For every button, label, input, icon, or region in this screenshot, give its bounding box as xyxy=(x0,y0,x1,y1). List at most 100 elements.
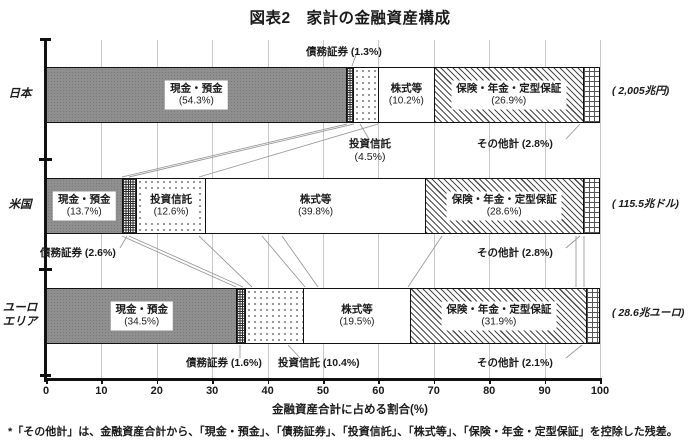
segment-japan-other[interactable] xyxy=(583,68,599,122)
segment-pct-us-equity: (39.8%) xyxy=(298,206,334,217)
y-axis-cap-top xyxy=(40,38,51,41)
segment-label-japan-cash: 現金・預金 (54.3%) xyxy=(165,80,228,110)
callout-japan-fund-name: 投資信託 xyxy=(349,138,391,150)
segment-japan-debt[interactable] xyxy=(346,68,354,122)
segment-us-debt[interactable] xyxy=(122,179,137,233)
x-tick-40 xyxy=(267,378,270,384)
callout-japan-fund-pct: (4.5%) xyxy=(354,150,386,163)
segment-us-insurance[interactable]: 保険・年金・定型保証 (28.6%) xyxy=(425,179,584,233)
segment-name-euro-insurance: 保険・年金・定型保証 xyxy=(446,303,552,316)
segment-label-euro-insurance: 保険・年金・定型保証 (31.9%) xyxy=(441,301,557,331)
x-tick-label-60: 60 xyxy=(372,385,385,397)
segment-euro-other[interactable] xyxy=(587,289,599,343)
segment-label-japan-insurance: 保険・年金・定型保証 (26.9%) xyxy=(451,80,567,110)
x-tick-label-40: 40 xyxy=(261,385,274,397)
segment-us-cash[interactable]: 現金・預金 (13.7%) xyxy=(47,179,123,233)
segment-pct-japan-cash: (54.3%) xyxy=(178,95,214,106)
y-label-japan: 日本 xyxy=(0,88,40,102)
y-label-us: 米国 xyxy=(0,199,40,213)
x-tick-80 xyxy=(489,378,491,384)
x-tick-label-70: 70 xyxy=(427,385,440,397)
x-tick-label-20: 20 xyxy=(150,385,163,397)
segment-label-euro-cash: 現金・預金 (34.5%) xyxy=(110,301,173,331)
y-axis xyxy=(44,38,47,382)
x-axis-title: 金融資産合計に占める割合(%) xyxy=(272,404,428,416)
segment-euro-debt[interactable] xyxy=(237,289,247,343)
segment-name-us-equity: 株式等 xyxy=(299,193,332,206)
segment-japan-fund[interactable] xyxy=(353,68,379,122)
segment-pct-us-fund: (12.6%) xyxy=(153,206,189,217)
x-tick-label-100: 100 xyxy=(590,385,610,397)
callout-euro-fund: 投資信託 (10.4%) xyxy=(278,357,360,369)
segment-euro-insurance[interactable]: 保険・年金・定型保証 (31.9%) xyxy=(411,289,588,343)
y-tick-japan-us xyxy=(39,158,52,161)
segment-euro-fund[interactable] xyxy=(246,289,304,343)
segment-label-us-fund: 投資信託 (12.6%) xyxy=(145,191,198,221)
callout-japan-other: その他計 (2.8%) xyxy=(477,138,553,150)
x-tick-label-90: 90 xyxy=(538,385,551,397)
segment-pct-euro-insurance: (31.9%) xyxy=(481,316,517,327)
x-tick-60 xyxy=(378,378,380,384)
total-euro: ( 28.6兆ユーロ) xyxy=(612,307,685,319)
segment-label-us-insurance: 保険・年金・定型保証 (28.6%) xyxy=(446,191,562,221)
segment-japan-equity[interactable]: 株式等 (10.2%) xyxy=(378,68,436,122)
bar-euro: 現金・預金 (34.5%) 株式等 (19.5%) 保険・年金・定型保証 (31… xyxy=(46,288,600,344)
y-label-euro: ユーロ エリア xyxy=(0,302,40,329)
segment-label-euro-equity: 株式等 (19.5%) xyxy=(334,301,380,331)
segment-us-equity[interactable]: 株式等 (39.8%) xyxy=(206,179,426,233)
callout-us-other: その他計 (2.8%) xyxy=(477,247,553,259)
x-tick-10 xyxy=(101,378,103,384)
callout-japan-fund: 投資信託 (4.5%) xyxy=(334,138,406,163)
segment-us-other[interactable] xyxy=(583,179,599,233)
x-tick-100 xyxy=(600,378,602,384)
segment-label-us-cash: 現金・預金 (13.7%) xyxy=(53,191,116,221)
segment-us-fund[interactable]: 投資信託 (12.6%) xyxy=(136,179,207,233)
x-tick-30 xyxy=(212,378,214,384)
total-japan: ( 2,005兆円) xyxy=(612,85,670,97)
y-label-euro-line2: エリア xyxy=(2,315,38,328)
segment-name-us-cash: 現金・預金 xyxy=(58,193,111,206)
y-tick-us-euro xyxy=(39,268,52,271)
x-tick-label-10: 10 xyxy=(95,385,108,397)
x-tick-20 xyxy=(156,378,159,384)
x-tick-0 xyxy=(46,378,48,384)
segment-name-euro-equity: 株式等 xyxy=(341,303,373,316)
segment-name-us-fund: 投資信託 xyxy=(150,193,193,206)
x-tick-label-80: 80 xyxy=(483,385,496,397)
footnote: *「その他計」は、金融資産合計から、「現金・預金」、「債務証券」、「投資信託」、… xyxy=(8,426,678,438)
total-us: ( 115.5兆ドル) xyxy=(612,198,679,210)
y-label-us-text: 米国 xyxy=(8,199,32,211)
callout-japan-debt: 債務証券 (1.3%) xyxy=(306,46,382,58)
segment-pct-us-cash: (13.7%) xyxy=(66,206,102,217)
x-tick-50 xyxy=(323,378,325,384)
x-tick-label-0: 0 xyxy=(42,385,50,397)
x-tick-label-30: 30 xyxy=(206,385,219,397)
gridline-100 xyxy=(600,40,601,378)
segment-euro-equity[interactable]: 株式等 (19.5%) xyxy=(303,289,412,343)
segment-japan-cash[interactable]: 現金・預金 (54.3%) xyxy=(47,68,347,122)
segment-pct-japan-insurance: (26.9%) xyxy=(491,95,527,106)
y-label-japan-text: 日本 xyxy=(8,88,32,100)
bar-us: 現金・預金 (13.7%) 投資信託 (12.6%) 株式等 (39.8%) 保… xyxy=(46,178,600,234)
segment-name-us-insurance: 保険・年金・定型保証 xyxy=(451,193,557,206)
segment-euro-cash[interactable]: 現金・預金 (34.5%) xyxy=(47,289,238,343)
x-tick-90 xyxy=(544,378,547,384)
page-title: 図表2 家計の金融資産構成 xyxy=(249,10,451,27)
callout-euro-debt: 債務証券 (1.6%) xyxy=(186,357,262,369)
x-tick-label-50: 50 xyxy=(316,385,330,397)
segment-pct-euro-cash: (34.5%) xyxy=(124,316,160,327)
y-axis-cap-bottom xyxy=(40,374,51,377)
segment-label-us-equity: 株式等 (39.8%) xyxy=(293,191,339,221)
y-label-euro-line1: ユーロ xyxy=(2,302,38,314)
callout-euro-other: その他計 (2.1%) xyxy=(477,357,553,369)
segment-pct-euro-equity: (19.5%) xyxy=(339,316,375,327)
segment-label-japan-equity: 株式等 (10.2%) xyxy=(383,80,429,110)
bar-japan: 現金・預金 (54.3%) 株式等 (10.2%) 保険・年金・定型保証 (26… xyxy=(46,67,600,123)
segment-name-japan-cash: 現金・預金 xyxy=(170,82,223,95)
segment-name-euro-cash: 現金・預金 xyxy=(115,303,168,316)
segment-pct-japan-equity: (10.2%) xyxy=(388,95,424,106)
segment-japan-insurance[interactable]: 保険・年金・定型保証 (26.9%) xyxy=(435,68,584,122)
x-tick-70 xyxy=(433,378,436,384)
segment-name-japan-equity: 株式等 xyxy=(390,82,423,95)
segment-pct-us-insurance: (28.6%) xyxy=(486,206,522,217)
